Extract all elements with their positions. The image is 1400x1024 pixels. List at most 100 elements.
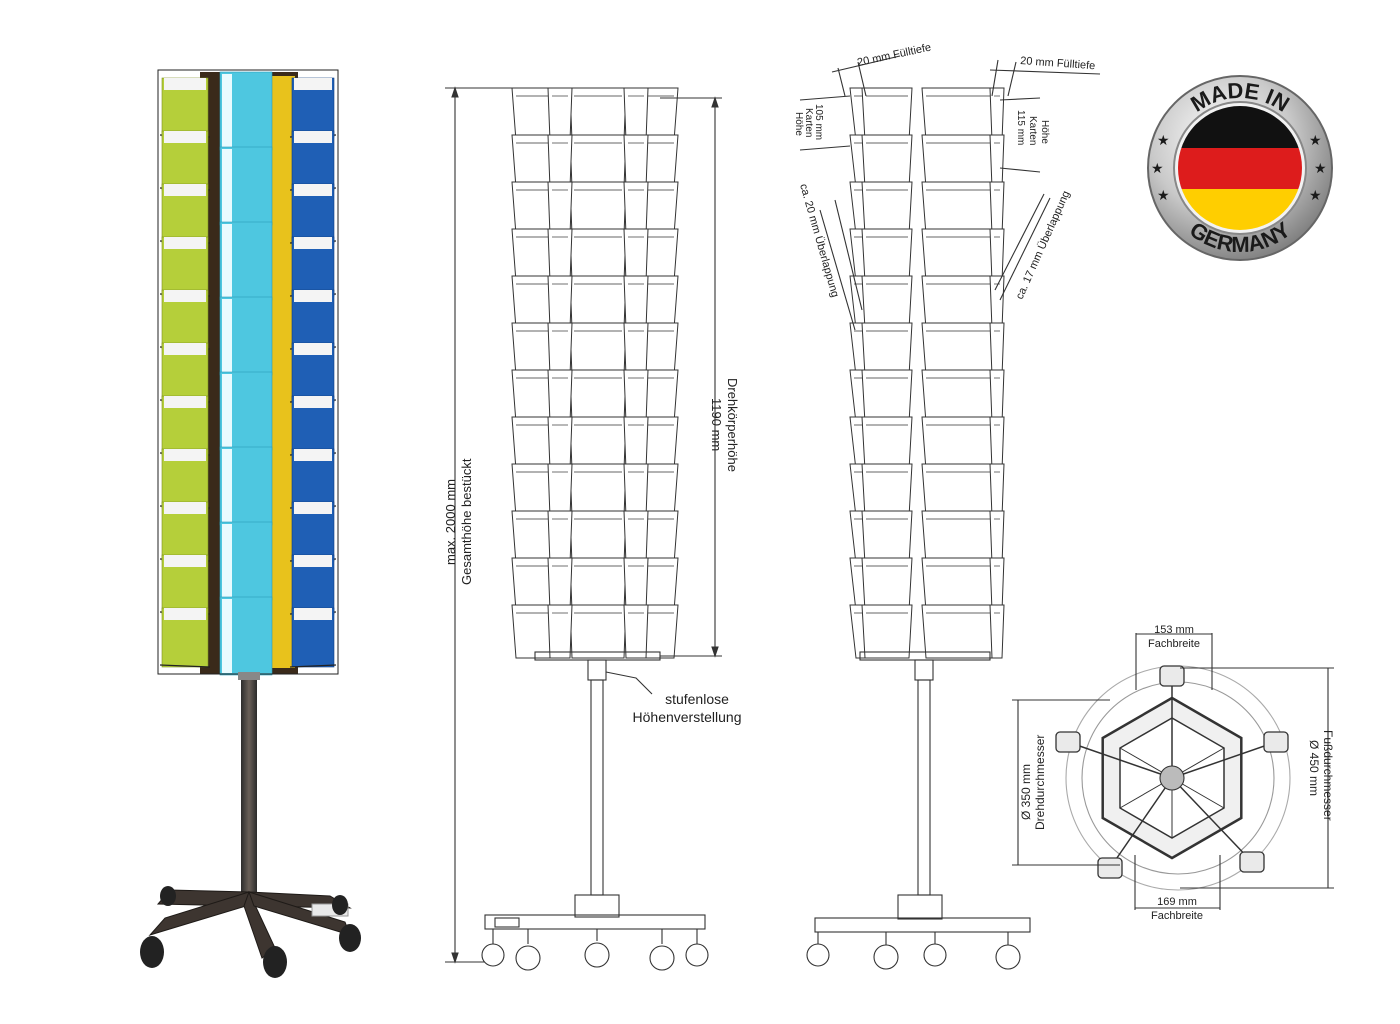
photo-card-label xyxy=(164,290,206,302)
height-clamp xyxy=(587,659,607,681)
badge-stars: ★ ★ ★ ★ ★ ★ xyxy=(1151,133,1327,204)
bottom-width-value: 169 mm xyxy=(1157,896,1197,908)
photo-card-label xyxy=(164,608,206,620)
made-in-germany-badge: MADE IN GERMANY ★★★ ★★★ xyxy=(1147,75,1333,261)
pole-side-view xyxy=(917,679,931,896)
photo-card-edge xyxy=(222,449,232,523)
overlap-markers xyxy=(819,193,1051,331)
overlap-right: ca. 17 mm Überlappung xyxy=(1014,189,1073,301)
front-view-drawing xyxy=(445,86,722,971)
caster-top-view xyxy=(1239,851,1265,873)
pocket-outline xyxy=(547,604,573,659)
caster-top-view xyxy=(1097,857,1123,879)
fill-depth-right: 20 mm Fülltiefe xyxy=(1020,55,1096,72)
card-height-right-line2: Karten xyxy=(1027,116,1038,145)
svg-text:★: ★ xyxy=(1314,161,1327,177)
photo-card-label xyxy=(294,343,332,355)
adjust-leader-line xyxy=(605,671,653,695)
photo-card-label xyxy=(294,449,332,461)
base-leg xyxy=(1171,741,1277,779)
svg-text:★: ★ xyxy=(1157,188,1170,204)
photo-card-label xyxy=(294,184,332,196)
total-height-label: Gesamthöhe bestückt xyxy=(459,458,474,585)
photo-card-edge xyxy=(222,524,232,598)
adjust-label-line2: Höhenverstellung xyxy=(633,709,742,725)
top-width-label: Fachbreite xyxy=(1148,638,1200,650)
fill-depth-markers xyxy=(831,55,1101,97)
casters-photo xyxy=(140,886,361,978)
photo-card-edge xyxy=(222,74,232,148)
photo-card-label xyxy=(164,184,206,196)
photo-card-label xyxy=(294,502,332,514)
base-leg xyxy=(1067,741,1173,779)
rotor-height-dimension xyxy=(660,96,722,658)
side-view-drawing xyxy=(799,55,1101,970)
fill-depth-left: 20 mm Fülltiefe xyxy=(856,42,932,69)
card-height-left-line2: Karten xyxy=(803,108,814,137)
photo-card-label xyxy=(164,131,206,143)
card-height-markers xyxy=(799,95,1041,173)
base-side-view xyxy=(806,894,1031,970)
photo-wire xyxy=(159,664,337,668)
pole-photo xyxy=(241,680,257,895)
card-rack-photo xyxy=(157,69,339,676)
rotor-height-value: 1190 mm xyxy=(709,398,724,451)
product-photo xyxy=(140,69,361,978)
photo-card-label xyxy=(294,237,332,249)
caster-top-view xyxy=(1263,731,1289,753)
photo-card-edge xyxy=(222,599,232,673)
svg-text:★: ★ xyxy=(1309,188,1322,204)
card-height-right-value: 115 mm xyxy=(1015,110,1026,145)
pole-collar xyxy=(238,672,260,680)
photo-card-label xyxy=(164,343,206,355)
pocket-outline xyxy=(861,604,913,659)
base-photo xyxy=(148,889,352,959)
photo-card-edge xyxy=(222,149,232,223)
top-view-drawing xyxy=(1012,633,1334,910)
card-height-left-line3: Höhe xyxy=(793,112,804,136)
base-front-view xyxy=(481,894,709,971)
svg-text:★: ★ xyxy=(1309,133,1322,149)
card-height-left-value: 105 mm xyxy=(813,104,824,140)
card-rack-front-view xyxy=(511,87,679,659)
caster-top-view xyxy=(1159,665,1185,687)
photo-card-edge xyxy=(222,374,232,448)
photo-card-label xyxy=(164,396,206,408)
photo-card-label xyxy=(294,608,332,620)
rotor-height-label: Drehkörperhöhe xyxy=(725,378,740,472)
photo-card-label xyxy=(164,78,206,90)
base-leg xyxy=(1109,777,1173,869)
photo-card-label xyxy=(294,290,332,302)
total-height-dimension xyxy=(445,86,520,964)
top-view-dimensions xyxy=(1012,633,1334,910)
adjust-label-line1: stufenlose xyxy=(665,691,729,707)
photo-card-label xyxy=(164,449,206,461)
pole-front-view xyxy=(590,679,604,896)
rotor-diameter-label: Drehdurchmesser xyxy=(1033,735,1047,830)
svg-text:★: ★ xyxy=(1157,133,1170,149)
photo-card-label xyxy=(164,555,206,567)
overlap-left: ca. 20 mm Überlappung xyxy=(797,183,841,299)
photo-card-label xyxy=(294,78,332,90)
pocket-outline xyxy=(569,604,627,659)
photo-card-label xyxy=(164,502,206,514)
card-height-right-line3: Höhe xyxy=(1039,120,1050,144)
pocket-outline xyxy=(623,604,649,659)
foot-diameter-value: Ø 450 mm xyxy=(1307,740,1321,796)
photo-card-label xyxy=(294,555,332,567)
total-height-value: max. 2000 mm xyxy=(443,479,458,565)
top-width-value: 153 mm xyxy=(1154,624,1194,636)
photo-card-label xyxy=(294,396,332,408)
rotor-diameter-value: Ø 350 mm xyxy=(1019,764,1033,820)
photo-card-edge xyxy=(222,224,232,298)
caster-top-view xyxy=(1055,731,1081,753)
svg-text:★: ★ xyxy=(1151,161,1164,177)
photo-card-label xyxy=(294,131,332,143)
photo-card-edge xyxy=(222,299,232,373)
foot-diameter-label: Fußdurchmesser xyxy=(1321,730,1335,821)
base-leg xyxy=(1171,777,1253,863)
bottom-width-label: Fachbreite xyxy=(1151,910,1203,922)
card-rack-side-view xyxy=(849,87,1005,659)
photo-card-label xyxy=(164,237,206,249)
